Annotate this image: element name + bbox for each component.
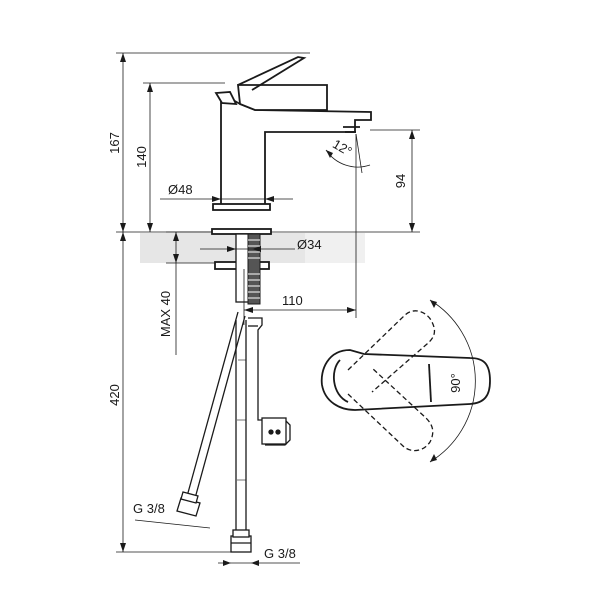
hose-fittings	[176, 491, 252, 553]
thread-left-label: G 3/8	[133, 501, 165, 516]
dim-hose-length: 420	[107, 232, 126, 552]
lever-top-view: 90°	[320, 299, 491, 463]
thread-right-label: G 3/8	[264, 546, 296, 561]
lever-rotation-label: 90°	[448, 373, 463, 393]
thread-right-callout: G 3/8	[218, 546, 300, 566]
dim-spout-height: 94	[393, 130, 415, 232]
dim-hole-diameter: Ø34	[200, 237, 322, 252]
pull-rod	[248, 317, 291, 446]
dim-body-height: 140	[134, 83, 153, 232]
dim-spout-angle: 12°	[325, 133, 371, 174]
faucet-body	[214, 56, 372, 206]
body-diameter-label: Ø48	[168, 182, 193, 197]
spout-reach-label: 110	[282, 293, 303, 308]
hose-length-label: 420	[107, 384, 122, 406]
overall-height-label: 167	[107, 132, 122, 154]
threaded-rod	[235, 233, 261, 305]
spout-height-label: 94	[393, 174, 408, 188]
spout-angle-label: 12°	[330, 136, 355, 159]
hole-diameter-label: Ø34	[297, 237, 322, 252]
dim-body-diameter: Ø48	[160, 182, 293, 202]
dim-max-deck: MAX 40	[158, 231, 236, 355]
dim-spout-reach: 110	[243, 134, 357, 325]
thread-left-callout: G 3/8	[133, 501, 211, 529]
body-height-label: 140	[134, 146, 149, 168]
max-deck-label: MAX 40	[158, 291, 173, 337]
flex-hoses	[185, 311, 247, 536]
dim-overall-height: 167	[107, 53, 126, 232]
